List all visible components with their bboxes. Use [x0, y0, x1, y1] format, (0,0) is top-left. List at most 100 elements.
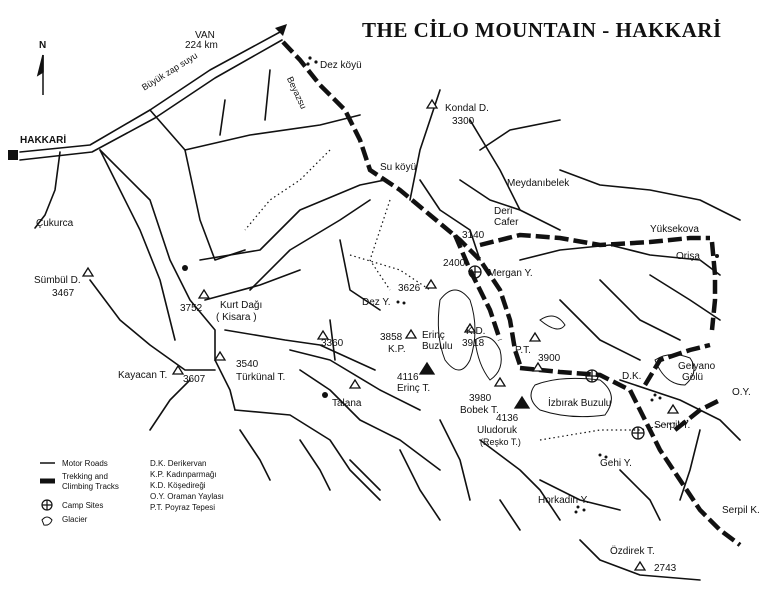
label-hakkari: HAKKARİ: [20, 135, 67, 146]
legend-trekking-2: Climbing Tracks: [62, 482, 119, 491]
track-su: [452, 234, 503, 341]
label-talana: Talana: [332, 398, 362, 409]
glacier-gelyano: [654, 354, 695, 386]
label-3540: 3540: [236, 359, 259, 370]
label-deri: Deri: [494, 206, 513, 217]
track-main: [281, 40, 523, 366]
peak-turkunal: [213, 350, 227, 361]
label-kondal: Kondal D.: [445, 103, 489, 114]
label-4136: 4136: [496, 413, 519, 424]
track-orisa: [709, 241, 718, 331]
peak-kd: [463, 322, 477, 333]
peak-kayacan: [171, 364, 185, 375]
label-van: VAN: [195, 30, 215, 41]
legend-abbr-kp: K.P. Kadınparmağı: [150, 470, 217, 479]
label-3140: 3140: [462, 230, 485, 241]
peak-3360: [316, 329, 330, 340]
label-2743: 2743: [654, 563, 677, 574]
legend-abbr-oy: O.Y. Oraman Yaylası: [150, 492, 224, 501]
peak-kurt: [197, 288, 211, 299]
label-kd: K.D.: [466, 326, 486, 337]
label-2400: 2400: [443, 258, 466, 269]
label-gelyano-1: Gelyano: [678, 361, 716, 372]
label-su-koyu: Su köyü: [380, 162, 417, 173]
north-label: N: [39, 40, 47, 51]
label-3858: 3858: [380, 332, 403, 343]
road-cukurca: [34, 151, 61, 229]
glacier-izbirak: [530, 377, 612, 418]
legend-motor-roads: Motor Roads: [62, 459, 108, 468]
label-bobek: Bobek T.: [460, 405, 499, 416]
label-cafer: Cafer: [494, 217, 519, 228]
hakkari-square: [8, 150, 18, 160]
peak-ozdirek: [633, 560, 647, 571]
track-oy: [673, 397, 722, 432]
track-cirque: [519, 365, 742, 547]
legend-abbr-pt: P.T. Poyraz Tepesi: [150, 503, 216, 512]
legend-glacier-symbol: [41, 516, 53, 526]
label-gelyano-2: Gölü: [682, 372, 704, 383]
label-cukurca: Çukurca: [36, 218, 74, 229]
legend-abbr-dk: D.K. Derikervan: [150, 459, 207, 468]
label-sumbul-height: 3467: [52, 288, 75, 299]
peak-3626: [424, 278, 438, 289]
label-turkunal: Türkünal T.: [236, 372, 286, 383]
label-4116: 4116: [397, 372, 419, 383]
peak-sumbul: [81, 266, 95, 277]
label-3900: 3900: [538, 353, 561, 364]
label-serpil-y: Serpil Y.: [654, 420, 691, 431]
road-van-b: [19, 39, 283, 161]
label-oy: O.Y.: [732, 387, 751, 398]
road-van: [19, 31, 281, 153]
label-3980: 3980: [469, 393, 492, 404]
glacier-kd: [474, 336, 502, 381]
label-3626: 3626: [398, 283, 421, 294]
peak-erinc: [418, 361, 436, 375]
label-3918: 3918: [462, 338, 485, 349]
label-dk: D.K.: [622, 371, 642, 382]
peak-bobek: [493, 376, 507, 387]
label-mergan: Mergan Y.: [488, 268, 533, 279]
path-dotted-2: [369, 199, 391, 291]
label-kayacan: Kayacan T.: [118, 370, 168, 381]
label-dez-koyu: Dez köyü: [320, 60, 362, 71]
label-gehi: Gehi Y.: [600, 458, 632, 469]
label-yuksekova: Yüksekova: [650, 224, 699, 235]
river-main: [99, 149, 236, 411]
track-east: [479, 232, 710, 248]
label-meydanibelek: Meydanıbelek: [507, 178, 570, 189]
legend-camp-sites: Camp Sites: [62, 501, 104, 510]
label-erinc-buzulu-2: Buzulu: [422, 341, 453, 352]
label-horkadin: Horkadin Y.: [538, 495, 589, 506]
label-dez-y: Dez Y.: [362, 297, 391, 308]
label-sumbul: Sümbül D.: [34, 275, 81, 286]
legend-glacier: Glacier: [62, 515, 88, 524]
label-resko: (Reşko T.): [480, 437, 521, 447]
label-orisa: Orişa: [676, 251, 700, 262]
peak-talana: [348, 378, 362, 389]
label-3607: 3607: [183, 374, 206, 385]
north-arrow: [36, 54, 44, 95]
peak-kondal: [425, 98, 439, 109]
label-erinc-t: Erinç T.: [397, 383, 431, 394]
peak-kp: [404, 328, 418, 339]
label-3360: 3360: [321, 338, 344, 349]
label-van-km: 224 km: [185, 40, 218, 51]
label-serpil-k: Serpil K.: [722, 505, 760, 516]
label-kp: K.P.: [388, 344, 406, 355]
label-kurt-dagi: Kurt Dağı: [220, 300, 263, 311]
track-gelyano: [643, 342, 711, 387]
legend-trekking-1: Trekking and: [62, 472, 108, 481]
glacier-dez: [539, 315, 566, 330]
glacier-erinc: [437, 289, 476, 371]
label-3752: 3752: [180, 303, 203, 314]
peak-uludoruk: [513, 395, 531, 409]
van-arrow: [275, 24, 287, 36]
map-title: THE CİLO MOUNTAIN - HAKKARİ: [362, 18, 722, 42]
label-izbirak: İzbırak Buzulu: [548, 398, 612, 409]
path-dotted-4: [539, 419, 691, 441]
peak-serpil: [666, 403, 680, 414]
label-uludoruk: Uludoruk: [477, 425, 518, 436]
